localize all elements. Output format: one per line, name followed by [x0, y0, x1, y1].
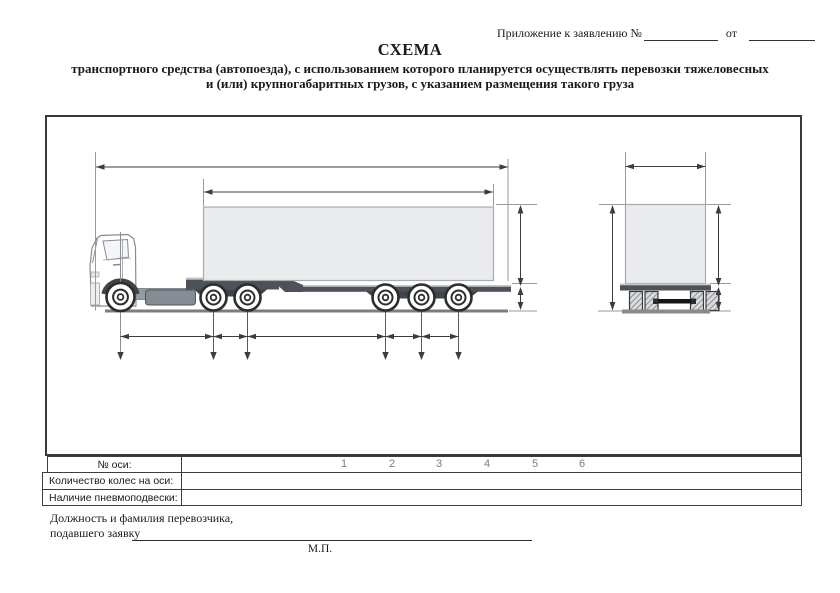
wheel-count-value-cell: [182, 473, 801, 489]
dual-tires: [628, 290, 720, 312]
vehicle-scheme-drawing: [89, 152, 731, 360]
table-row-pneumatic-suspension: Наличие пневмоподвески:: [42, 489, 802, 506]
stamp-place-label: М.П.: [307, 543, 333, 555]
suspension-value-cell: [182, 490, 801, 505]
attachment-note: Приложение к заявлению № от: [497, 26, 815, 41]
carrier-signature-line: [132, 524, 532, 541]
carrier-name-label-line2: подавшего заявку: [50, 526, 141, 540]
wheels-side: [105, 281, 473, 313]
cargo-box-rear: [624, 203, 707, 285]
axle-load-arrowheads: [117, 352, 462, 360]
table-row-axis-numbers: № оси: 1 2 3 4 5 6: [47, 456, 802, 473]
axis-numbers-cell: 1 2 3 4 5 6: [182, 457, 801, 472]
rear-view: [598, 152, 731, 314]
dim-heights-rear: [715, 205, 722, 310]
page-subtitle-line1: транспортного средства (автопоезда), с и…: [71, 61, 769, 76]
page-title: СХЕМА: [377, 40, 443, 59]
page-subtitle-line2: и (или) крупногабаритных грузов, с указа…: [205, 76, 635, 91]
vehicle-scheme-frame: [45, 115, 802, 456]
dim-heights-side: [517, 205, 524, 310]
axle-bar: [653, 298, 696, 304]
dim-total-length: [96, 164, 508, 170]
wheel-count-label-cell: Количество колес на оси:: [43, 473, 182, 489]
side-view: [89, 152, 537, 360]
carrier-name-label-line1: Должность и фамилия перевозчика,: [50, 511, 234, 525]
dim-cargo-width: [625, 163, 706, 170]
attachment-label: Приложение к заявлению №: [497, 26, 642, 40]
dim-cargo-length: [204, 189, 493, 195]
axis-number-4: 4: [483, 458, 491, 470]
axis-number-6: 6: [578, 458, 586, 470]
attachment-date-blank: [749, 27, 815, 41]
axis-number-3: 3: [435, 458, 443, 470]
dim-total-height: [609, 205, 616, 311]
ground-strip-rear: [622, 309, 710, 314]
fuel-tank: [145, 289, 196, 306]
axis-label-cell: № оси:: [48, 457, 182, 472]
axis-number-2: 2: [388, 458, 396, 470]
trailer-deck-rear: [620, 283, 711, 291]
table-row-wheel-count: Количество колес на оси:: [42, 472, 802, 490]
extension-lines-side: [95, 152, 537, 312]
axis-number-1: 1: [340, 458, 348, 470]
road-line: [105, 309, 508, 313]
attachment-number-blank: [643, 27, 718, 41]
attachment-from-label: от: [725, 26, 737, 40]
suspension-label-cell: Наличие пневмоподвески:: [43, 490, 182, 505]
cargo-box-side: [202, 206, 495, 282]
dim-axle-spacing: [120, 333, 459, 340]
axis-number-5: 5: [531, 458, 539, 470]
